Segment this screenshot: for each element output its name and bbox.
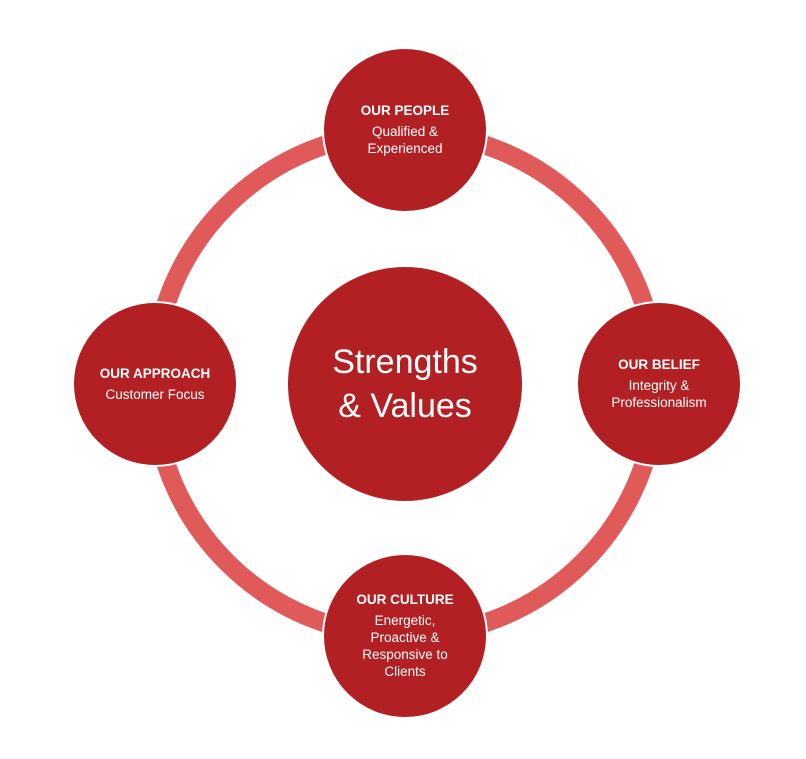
center-line-2: & Values — [338, 387, 472, 425]
node-description: Qualified & Experienced — [367, 124, 443, 156]
node-description: Energetic, Proactive & Responsive to Cli… — [362, 613, 448, 679]
center-line-1: Strengths — [332, 343, 478, 381]
node-title: OUR CULTURE — [356, 592, 454, 607]
node-our-people: OUR PEOPLE Qualified & Experienced — [322, 47, 488, 213]
node-title: OUR APPROACH — [99, 365, 211, 381]
node-title: OUR PEOPLE — [360, 103, 450, 118]
node-description: Customer Focus — [105, 386, 205, 402]
node-our-belief: OUR BELIEF Integrity & Professionalism — [576, 301, 742, 467]
node-our-approach: OUR APPROACH Customer Focus — [72, 301, 238, 467]
node-our-culture: OUR CULTURE Energetic, Proactive & Respo… — [322, 553, 488, 719]
center-node: Strengths & Values — [286, 265, 524, 503]
node-description: Integrity & Professionalism — [611, 378, 707, 410]
node-title: OUR BELIEF — [618, 357, 700, 372]
